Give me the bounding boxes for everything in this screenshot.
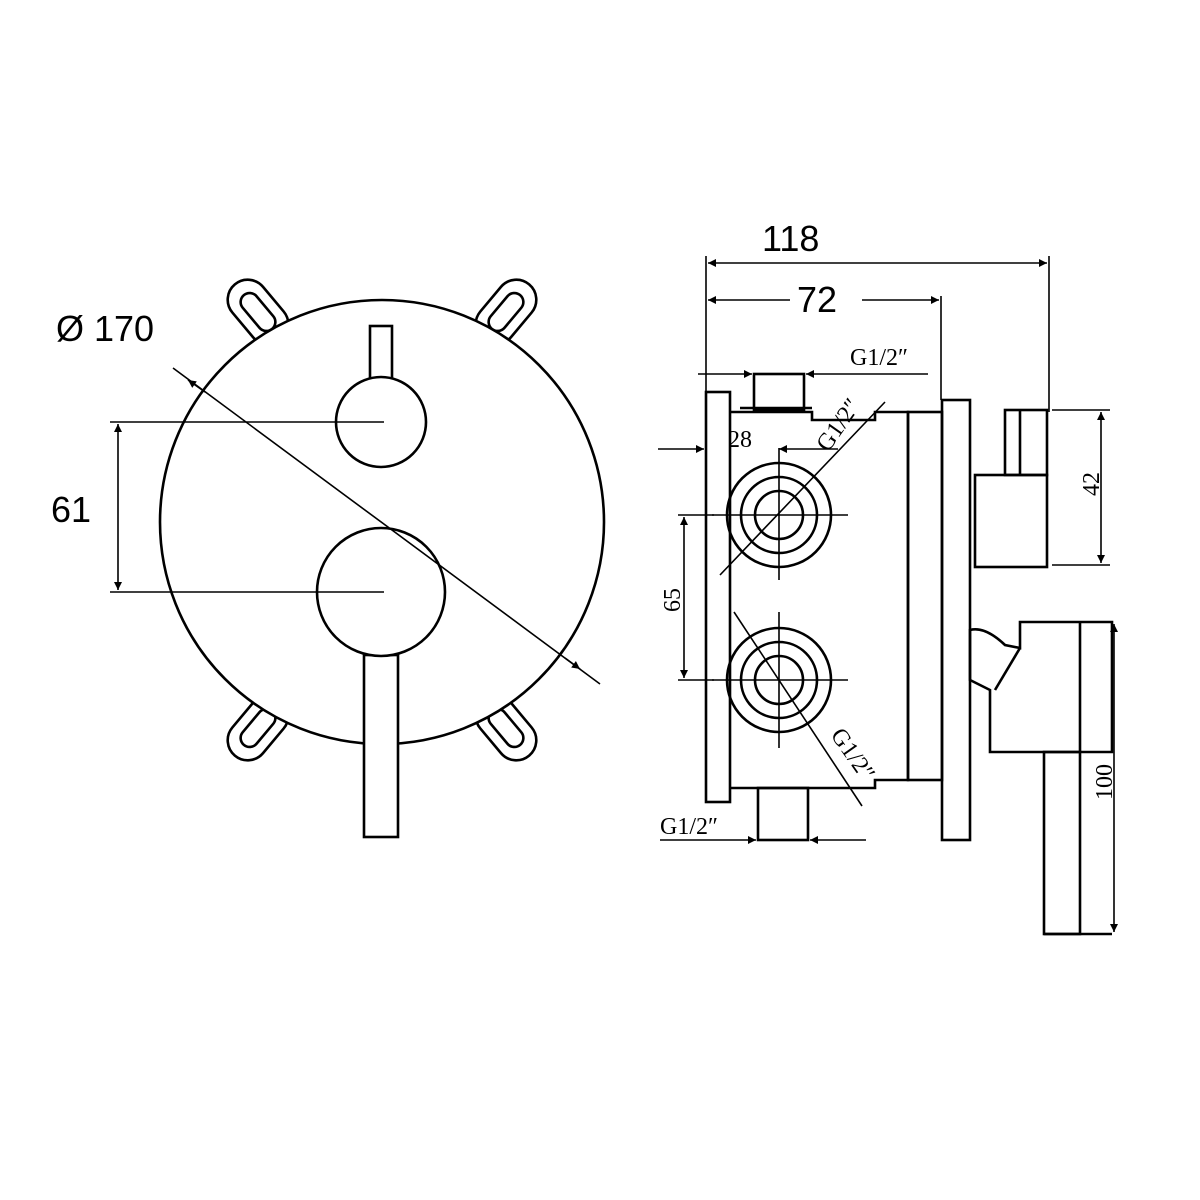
dim-65-label: 65 bbox=[660, 588, 686, 612]
lower-lever bbox=[362, 653, 400, 839]
diameter-label: Ø 170 bbox=[56, 308, 154, 349]
bottom-handle bbox=[968, 620, 1114, 936]
thread-bottom-label: G1/2″ bbox=[660, 814, 718, 840]
front-view: Ø 170 61 bbox=[51, 278, 606, 839]
mounting-plate-spacer bbox=[906, 410, 944, 782]
dim-72-label: 72 bbox=[797, 279, 837, 320]
thread-inlet-upper-label: G1/2″ bbox=[812, 394, 867, 456]
thread-top-label: G1/2″ bbox=[850, 345, 908, 371]
diameter-line bbox=[172, 367, 601, 685]
valve-body bbox=[730, 410, 910, 790]
bottom-outlet bbox=[756, 786, 810, 842]
thread-inlet-lower-label: G1/2″ bbox=[825, 724, 880, 786]
top-handle bbox=[973, 408, 1049, 569]
cover-plate-profile bbox=[940, 398, 972, 842]
dim-28-label: 28 bbox=[728, 427, 752, 453]
top-outlet bbox=[752, 372, 806, 412]
dim-118-label: 118 bbox=[762, 218, 819, 259]
spacing-label: 61 bbox=[51, 489, 91, 530]
dim-42-label: 42 bbox=[1079, 472, 1105, 496]
side-view: 118 72 G1/2″ G1/2″ bbox=[658, 218, 1118, 936]
dim-100-label: 100 bbox=[1092, 764, 1118, 800]
upper-inlet bbox=[712, 401, 886, 580]
back-flange bbox=[704, 390, 732, 804]
lower-inlet bbox=[712, 611, 863, 807]
